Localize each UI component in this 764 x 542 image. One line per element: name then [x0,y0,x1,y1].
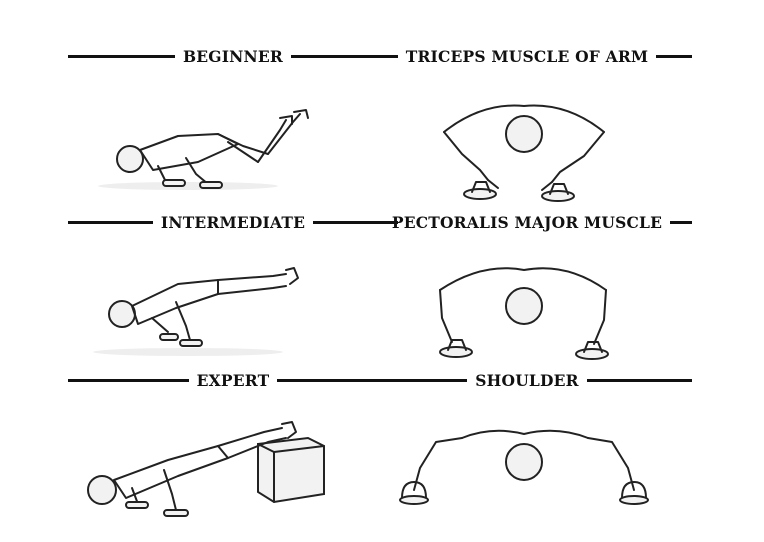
heading-rule-right [586,378,692,382]
panel-triceps: TRICEPS MUSCLE OF ARM [362,44,693,204]
decline-pushup-box-side-illustration [87,421,325,517]
heading-rule-left [68,378,189,382]
panel-expert: EXPERT [68,368,398,528]
knee-pushup-side-illustration [98,109,309,190]
heading-rule-left [362,220,384,224]
heading-rule-right [670,220,692,224]
heading-rule-right [291,54,399,58]
heading-title: BEGINNER [182,46,284,66]
heading-title: PECTORALIS MAJOR MUSCLE [391,212,663,232]
panel-pectoralis: PECTORALIS MAJOR MUSCLE [362,210,692,370]
heading-rule-right [656,54,693,58]
panel-beginner: BEGINNER [68,44,399,194]
wide-grip-pushup-front-illustration [399,429,649,505]
heading-rule-left [68,54,175,58]
medium-grip-pushup-front-illustration [439,267,609,360]
heading-title: TRICEPS MUSCLE OF ARM [405,46,649,66]
panel-heading: BEGINNER [68,44,399,68]
heading-title: INTERMEDIATE [160,212,306,232]
panel-heading: TRICEPS MUSCLE OF ARM [362,44,693,68]
heading-title: SHOULDER [475,370,579,390]
panel-shoulder: SHOULDER [362,368,692,528]
heading-rule-left [362,378,468,382]
panel-heading: INTERMEDIATE [68,210,398,234]
standard-pushup-side-illustration [93,267,299,356]
heading-rule-left [68,220,153,224]
panel-intermediate: INTERMEDIATE [68,210,398,360]
panel-heading: EXPERT [68,368,398,392]
heading-title: EXPERT [196,370,270,390]
heading-rule-right [277,378,398,382]
heading-rule-right [313,220,398,224]
close-grip-pushup-front-illustration [443,104,605,202]
panel-heading: SHOULDER [362,368,692,392]
panel-heading: PECTORALIS MAJOR MUSCLE [362,210,692,234]
heading-rule-left [362,54,398,58]
